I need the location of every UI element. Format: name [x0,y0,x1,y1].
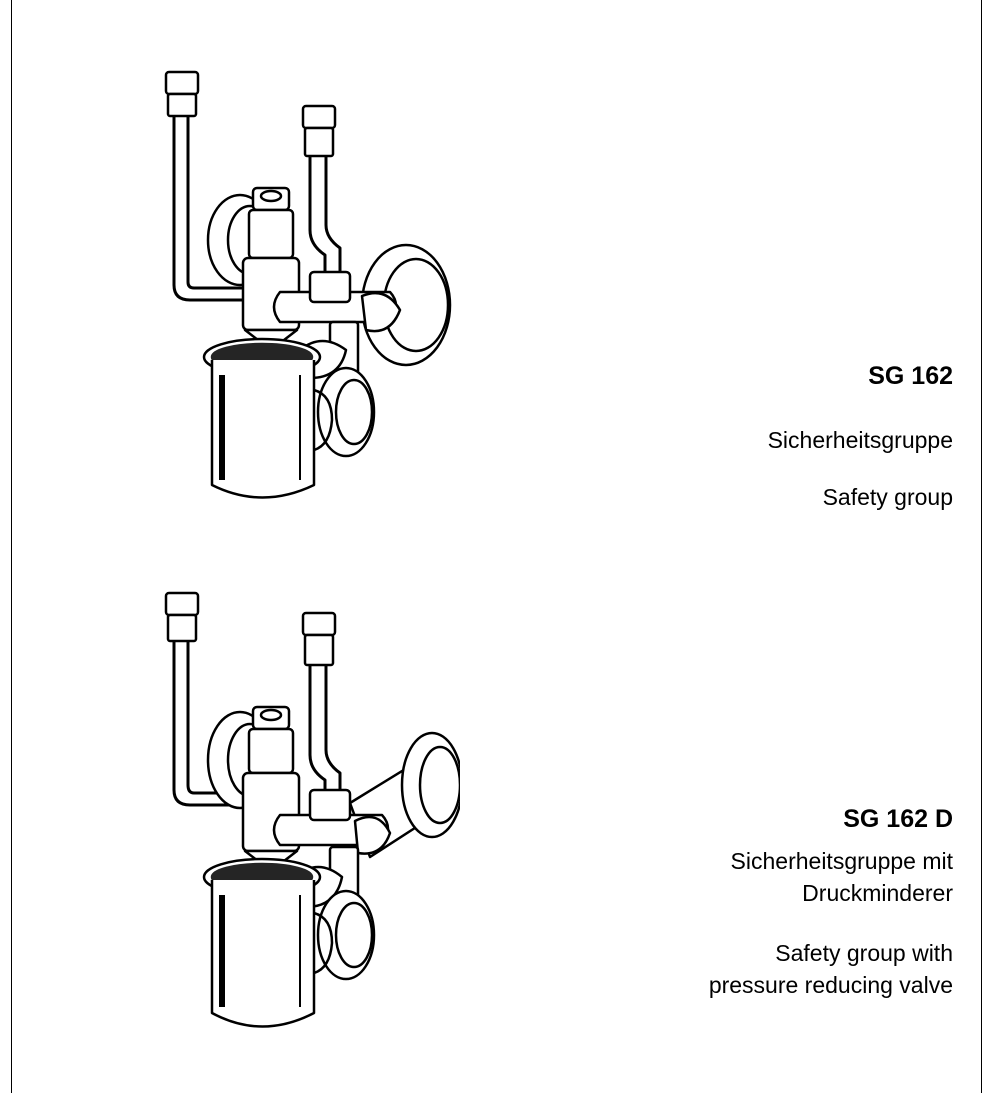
product-name-en-line2: pressure reducing valve [708,972,953,998]
safety-group-illustration [150,60,460,520]
product-name-de-line2: Druckminderer [802,880,953,906]
product-name-de: Sicherheitsgruppe [767,427,953,453]
page-border-left [11,0,12,1093]
product-name-en-line1: Safety group with [775,940,953,966]
page-border-right [981,0,982,1093]
product-model-sg162: SG 162 [868,362,953,390]
product-model-sg162d: SG 162 D [843,805,953,833]
safety-group-pressure-reducer-illustration [150,585,460,1055]
product-name-en: Safety group [822,484,953,510]
product-name-de-line1: Sicherheitsgruppe mit [730,848,953,874]
